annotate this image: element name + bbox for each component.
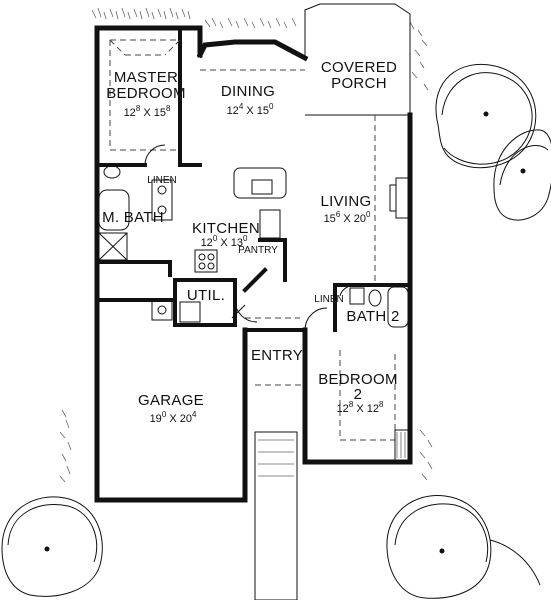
doors	[144, 144, 351, 331]
bathtub-icon	[98, 189, 130, 231]
garage-label: GARAGE	[138, 392, 204, 409]
bath2-tub-icon	[387, 286, 409, 328]
closet-shelves	[394, 429, 410, 461]
dining-dims: 124 X 150	[227, 102, 274, 117]
front-walkway	[254, 431, 298, 600]
sink-icon	[151, 179, 173, 221]
fixtures	[98, 165, 411, 461]
toilet-icon	[103, 165, 121, 179]
kitchen-dims: 120 X 130	[201, 234, 248, 249]
bath2-toilet-icon	[368, 289, 382, 307]
kitchen-label: KITCHEN	[192, 220, 260, 237]
entry-label: ENTRY	[251, 347, 303, 364]
tree-bottom-right-icon	[386, 494, 541, 599]
washer-icon	[179, 301, 201, 323]
dining-label: DINING	[221, 83, 275, 100]
bedroom2-label-2: 2	[354, 386, 363, 403]
exterior-walls	[94, 3, 413, 503]
range-icon	[194, 249, 218, 273]
linen-bath2-label: LINEN	[314, 294, 343, 305]
living-dims: 156 X 200	[324, 210, 371, 225]
garage-dims: 190 X 204	[150, 410, 197, 425]
tree-bottom-left-icon	[1, 496, 103, 597]
room-labels: MASTER BEDROOM 128 X 158 DINING 124 X 15…	[102, 59, 399, 425]
util-label: UTIL.	[187, 287, 225, 304]
tree-right-icon	[493, 129, 551, 221]
bedroom2-label: BEDROOM	[318, 371, 398, 388]
linen-top-label: LINEN	[147, 175, 176, 186]
covered-porch-label-2: PORCH	[331, 75, 387, 92]
tree-top-right-icon	[435, 64, 537, 169]
pantry-shelves	[259, 209, 281, 239]
landscaping	[1, 7, 551, 600]
bedroom2-dims: 128 X 128	[337, 400, 384, 415]
master-bedroom-dims: 128 X 158	[124, 104, 171, 119]
interior-walls	[95, 26, 412, 332]
living-label: LIVING	[321, 193, 372, 210]
master-bedroom-label: MASTER	[114, 69, 178, 86]
ceiling-lines	[109, 39, 396, 441]
shower-icon	[98, 232, 128, 261]
m-bath-label: M. BATH	[102, 209, 164, 226]
kitchen-counter	[233, 167, 287, 199]
master-bedroom-label-2: BEDROOM	[106, 85, 186, 102]
bath2-label: BATH 2	[346, 308, 399, 325]
pantry-label: PANTRY	[238, 245, 278, 256]
covered-porch-label: COVERED	[321, 59, 397, 76]
shrubs	[59, 7, 433, 483]
